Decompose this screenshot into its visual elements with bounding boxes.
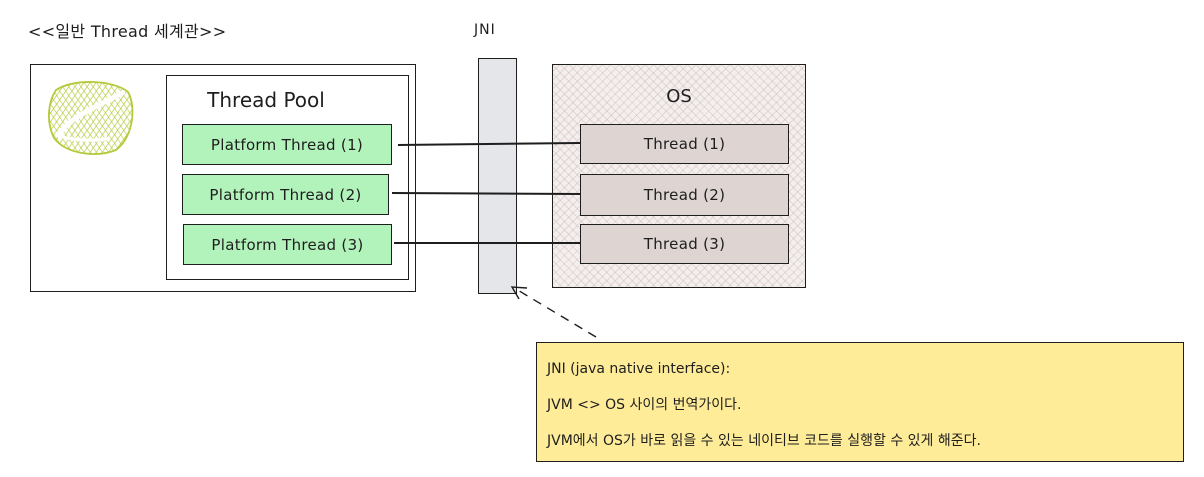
jni-note: JNI (java native interface): JVM <> OS 사… (536, 342, 1184, 462)
link-thread-2 (391, 192, 581, 195)
os-thread-1: Thread (1) (580, 124, 789, 164)
thread-pool-title: Thread Pool (207, 88, 325, 112)
platform-thread-3: Platform Thread (3) (183, 224, 392, 265)
link-thread-1 (397, 142, 581, 146)
jni-bridge (478, 58, 517, 294)
note-line-3: JVM에서 OS가 바로 읽을 수 있는 네이티브 코드를 실행할 수 있게 해… (547, 433, 981, 449)
note-line-2: JVM <> OS 사이의 번역가이다. (547, 397, 742, 413)
spring-leaf-icon (48, 81, 134, 155)
note-pointer-arrow (515, 288, 597, 338)
os-thread-2: Thread (2) (580, 174, 789, 216)
note-line-1: JNI (java native interface): (547, 361, 731, 377)
thread-pool-container (166, 75, 409, 280)
platform-thread-2: Platform Thread (2) (182, 174, 389, 215)
os-title: OS (666, 86, 692, 107)
arrowhead-icon (510, 286, 528, 300)
diagram-heading: <<일반 Thread 세계관>> (28, 22, 227, 41)
jni-label: JNI (474, 22, 496, 38)
jvm-container (30, 64, 416, 292)
platform-thread-1: Platform Thread (1) (182, 124, 392, 165)
os-thread-3: Thread (3) (580, 224, 789, 264)
